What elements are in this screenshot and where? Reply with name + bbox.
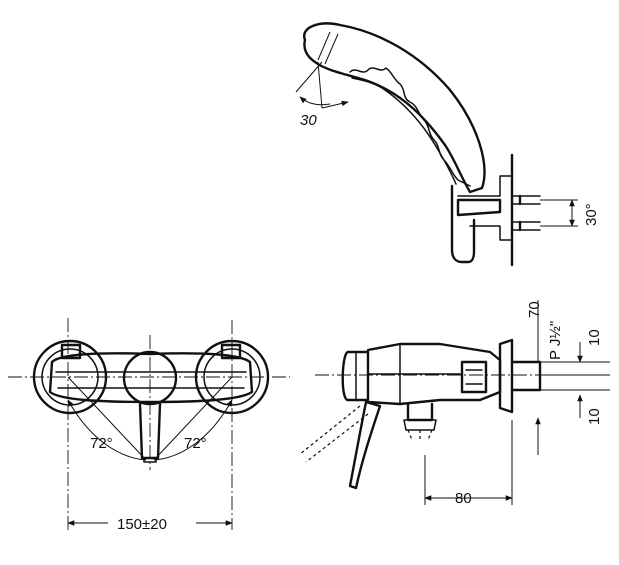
lever-angle-left-label: 72°: [90, 435, 113, 452]
bracket-angle-label: 30°: [583, 203, 600, 226]
dim-70-label: 70: [526, 301, 543, 318]
handshower-angle-label: 30: [300, 112, 317, 129]
thread-label: P J½": [547, 321, 564, 360]
dim-10-upper-label: 10: [586, 329, 603, 346]
projection-label: 80: [455, 490, 472, 507]
center-distance-label: 150±20: [117, 516, 167, 533]
hand-shower-view: [295, 22, 578, 267]
mixer-front-view: [8, 318, 290, 530]
lever-angle-right-label: 72°: [184, 435, 207, 452]
mixer-side-view: [299, 300, 610, 505]
dim-10-lower-label: 10: [586, 408, 603, 425]
